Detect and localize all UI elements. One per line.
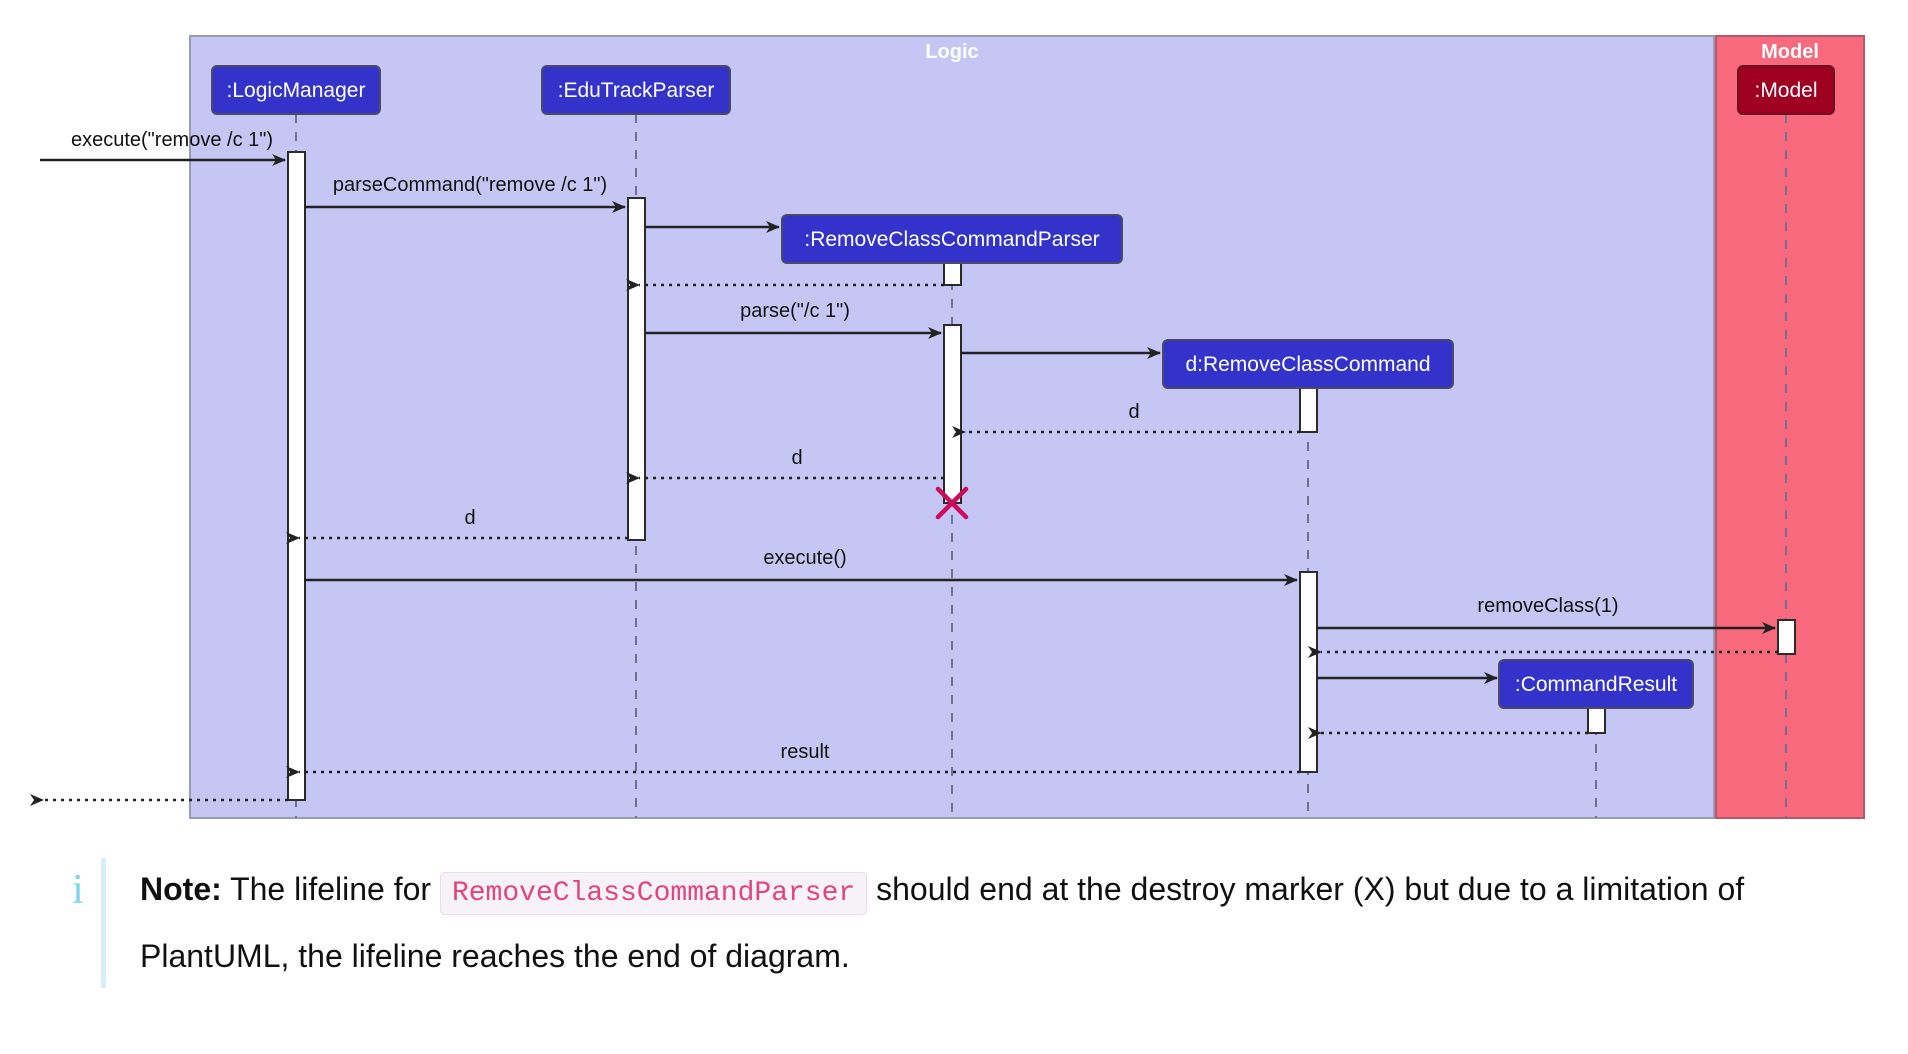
message-label-m10: execute() (763, 547, 846, 569)
activation-removeclasscommand-execute (1299, 571, 1318, 773)
group-model: Model (1715, 35, 1865, 819)
note-accent-bar (101, 858, 106, 988)
messages: execute("remove /c 1") parseCommand("rem… (30, 129, 1778, 806)
activation-removeclasscommandparser-parse (943, 324, 962, 504)
participant-label-edutrackparser: :EduTrackParser (558, 79, 715, 102)
note-text: Note: The lifeline for RemoveClassComman… (140, 858, 1845, 988)
destroy-marker-icon (935, 486, 969, 520)
participant-boxes: :LogicManager :EduTrackParser :RemoveCla… (211, 65, 1835, 709)
participant-label-removeclasscommandparser: :RemoveClassCommandParser (804, 228, 1099, 251)
message-label-m15: result (781, 741, 830, 763)
participant-edutrackparser[interactable]: :EduTrackParser (541, 65, 731, 115)
info-icon: i (72, 867, 84, 913)
participant-label-model: :Model (1754, 79, 1817, 102)
activation-edutrackparser (627, 197, 646, 541)
participant-label-logicmanager: :LogicManager (227, 79, 366, 102)
note-text-before: The lifeline for (221, 871, 440, 907)
activation-logicmanager (287, 151, 306, 801)
note-text-after: should end at the destroy marker (X) but… (140, 871, 1745, 974)
note-bold-prefix: Note: (140, 871, 222, 907)
message-label-m1: execute("remove /c 1") (71, 129, 273, 151)
participant-label-commandresult: :CommandResult (1515, 673, 1677, 696)
message-label-m5: parse("/c 1") (740, 300, 850, 322)
participant-removeclasscommandparser[interactable]: :RemoveClassCommandParser (781, 214, 1123, 264)
note-callout: i Note: The lifeline for RemoveClassComm… (55, 858, 1845, 988)
participant-removeclasscommand[interactable]: d:RemoveClassCommand (1162, 339, 1454, 389)
note-inline-code: RemoveClassCommandParser (439, 872, 868, 915)
participant-commandresult[interactable]: :CommandResult (1498, 659, 1694, 709)
participant-label-removeclasscommand: d:RemoveClassCommand (1185, 353, 1430, 376)
participant-logicmanager[interactable]: :LogicManager (211, 65, 381, 115)
uml-sequence-diagram: Logic Model (30, 35, 1865, 819)
message-label-m8: d (791, 447, 802, 469)
participant-model[interactable]: :Model (1737, 65, 1835, 115)
message-label-m11: removeClass(1) (1477, 595, 1618, 617)
activation-model (1777, 619, 1796, 655)
group-model-label: Model (1761, 41, 1819, 63)
message-label-m7: d (1128, 401, 1139, 423)
group-logic-label: Logic (925, 41, 978, 63)
message-label-m2: parseCommand("remove /c 1") (333, 174, 607, 196)
message-label-m9: d (464, 507, 475, 529)
